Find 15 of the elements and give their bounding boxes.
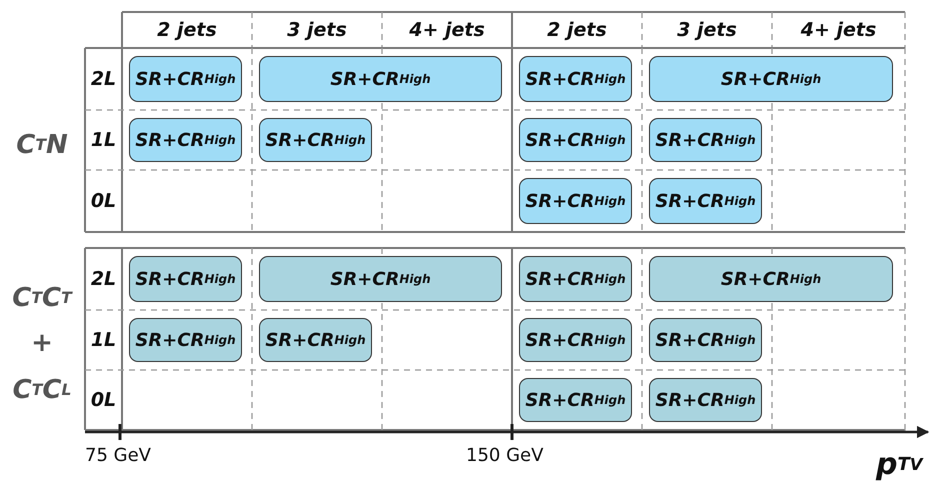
row-label: 2L bbox=[90, 67, 118, 92]
row-label: 1L bbox=[90, 128, 118, 153]
column-header: 2 jets bbox=[156, 18, 218, 43]
column-header: 3 jets bbox=[676, 18, 738, 43]
row-label: 0L bbox=[90, 388, 118, 413]
axis-tick-label: 75 GeV bbox=[85, 444, 152, 468]
row-label: 0L bbox=[90, 189, 118, 214]
column-header: 4+ jets bbox=[408, 18, 486, 43]
axis-tick-label: 150 GeV bbox=[466, 444, 544, 468]
row-label: 2L bbox=[90, 267, 118, 292]
row-label: 1L bbox=[90, 328, 118, 353]
group-label: + bbox=[30, 327, 54, 360]
column-header: 4+ jets bbox=[800, 18, 878, 43]
column-header: 2 jets bbox=[546, 18, 608, 43]
column-header: 3 jets bbox=[286, 18, 348, 43]
